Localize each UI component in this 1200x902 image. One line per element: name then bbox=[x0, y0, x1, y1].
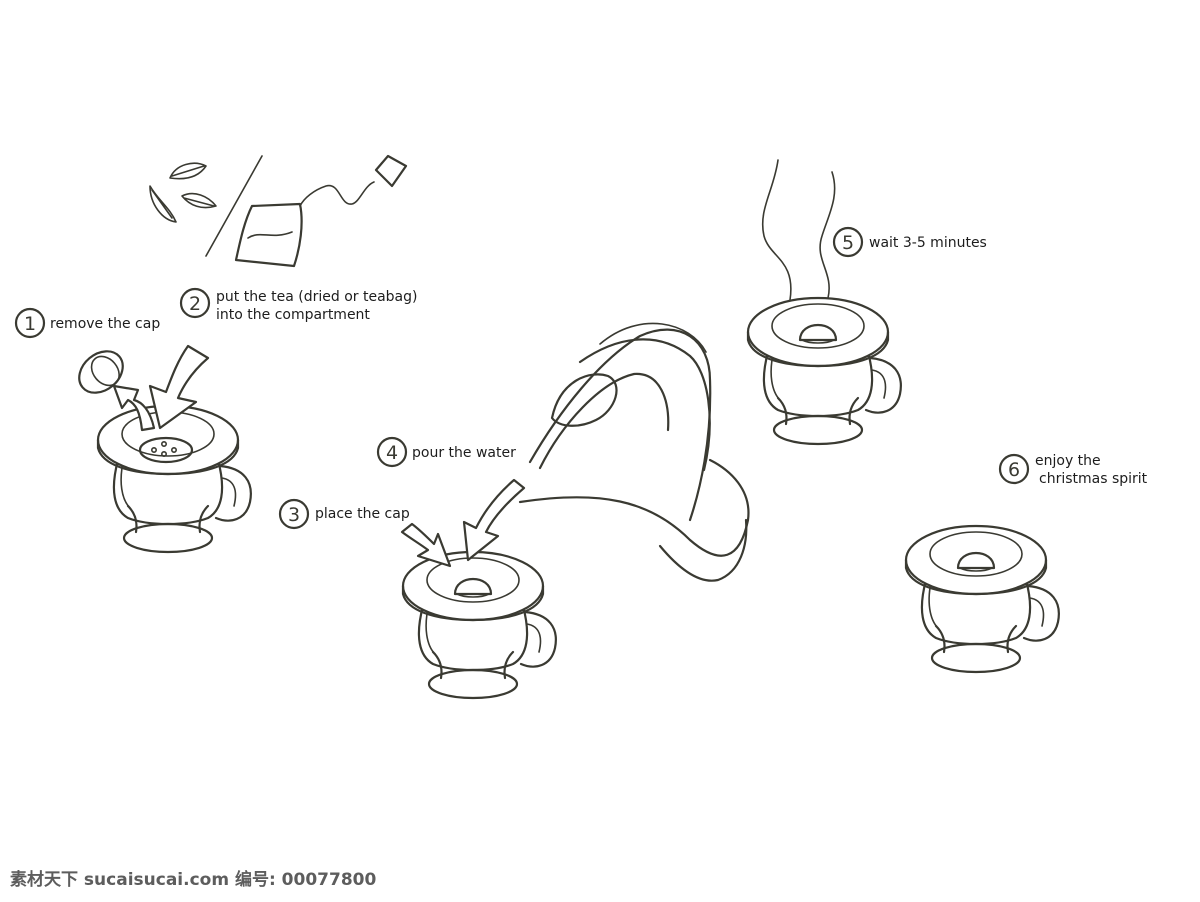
step-3-text: place the cap bbox=[315, 506, 410, 522]
step-5-number: 5 bbox=[842, 232, 854, 254]
place-cap-arrow bbox=[400, 522, 452, 568]
step-3-number: 3 bbox=[288, 504, 300, 526]
insert-arrow bbox=[148, 344, 210, 430]
separator-line bbox=[205, 155, 263, 257]
step-6-text-line-2: christmas spirit bbox=[1039, 471, 1148, 487]
step-4-label: 4 pour the water bbox=[376, 436, 516, 468]
step-2-text-line-2: into the compartment bbox=[216, 307, 370, 323]
step-2-text-line-1: put the tea (dried or teabag) bbox=[216, 289, 417, 305]
mug-step-6 bbox=[904, 524, 1060, 674]
pour-arrow bbox=[462, 478, 526, 562]
step-6-number: 6 bbox=[1008, 459, 1020, 481]
step-6-text-line-1: enjoy the bbox=[1035, 453, 1101, 469]
watermark-text: 素材天下 sucaisucai.com 编号: 00077800 bbox=[10, 869, 376, 890]
mug-step-1 bbox=[96, 404, 252, 554]
step-4-text: pour the water bbox=[412, 445, 516, 461]
step-4-number: 4 bbox=[386, 442, 398, 464]
step-3-label: 3 place the cap bbox=[278, 498, 410, 530]
step-1-number: 1 bbox=[24, 313, 36, 335]
mug-step-3-4 bbox=[401, 550, 557, 700]
step-1-text: remove the cap bbox=[50, 316, 160, 332]
step-2-label: 2 put the tea (dried or teabag) into the… bbox=[179, 287, 417, 323]
step-2-number: 2 bbox=[189, 293, 201, 315]
step-5-label: 5 wait 3-5 minutes bbox=[832, 226, 987, 258]
steam bbox=[761, 159, 836, 301]
remove-arrow bbox=[112, 384, 156, 432]
step-5-text: wait 3-5 minutes bbox=[869, 235, 987, 251]
kettle bbox=[518, 322, 750, 582]
step-1-label: 1 remove the cap bbox=[14, 307, 160, 339]
step-6-label: 6 enjoy the christmas spirit bbox=[998, 453, 1148, 487]
mug-step-5 bbox=[746, 296, 902, 446]
removed-cap bbox=[78, 350, 124, 394]
teabag bbox=[234, 154, 408, 268]
tea-leaves bbox=[149, 162, 217, 223]
